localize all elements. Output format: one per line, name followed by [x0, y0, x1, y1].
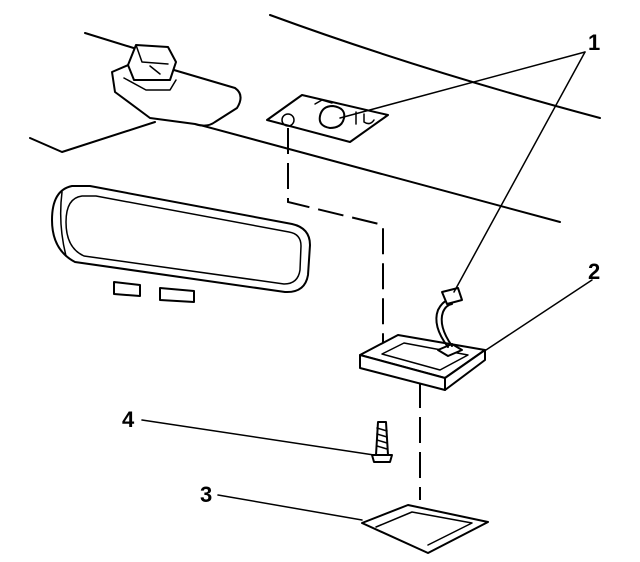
callout-2: 2 — [588, 259, 600, 284]
alignment-lines — [287, 128, 421, 500]
rearview-mirror — [51, 185, 311, 303]
sun-visor — [111, 44, 242, 127]
callout-3: 3 — [200, 482, 212, 507]
roof-mount-plate — [266, 94, 389, 143]
mounting-screw — [371, 421, 393, 463]
callout-4: 4 — [122, 407, 135, 432]
wiring-harness — [435, 287, 463, 348]
dome-lamp-housing — [359, 334, 486, 391]
dome-lamp-lens — [361, 504, 489, 554]
callout-1: 1 — [588, 30, 600, 55]
leader-lines — [141, 51, 593, 521]
headliner-outline — [29, 14, 601, 223]
